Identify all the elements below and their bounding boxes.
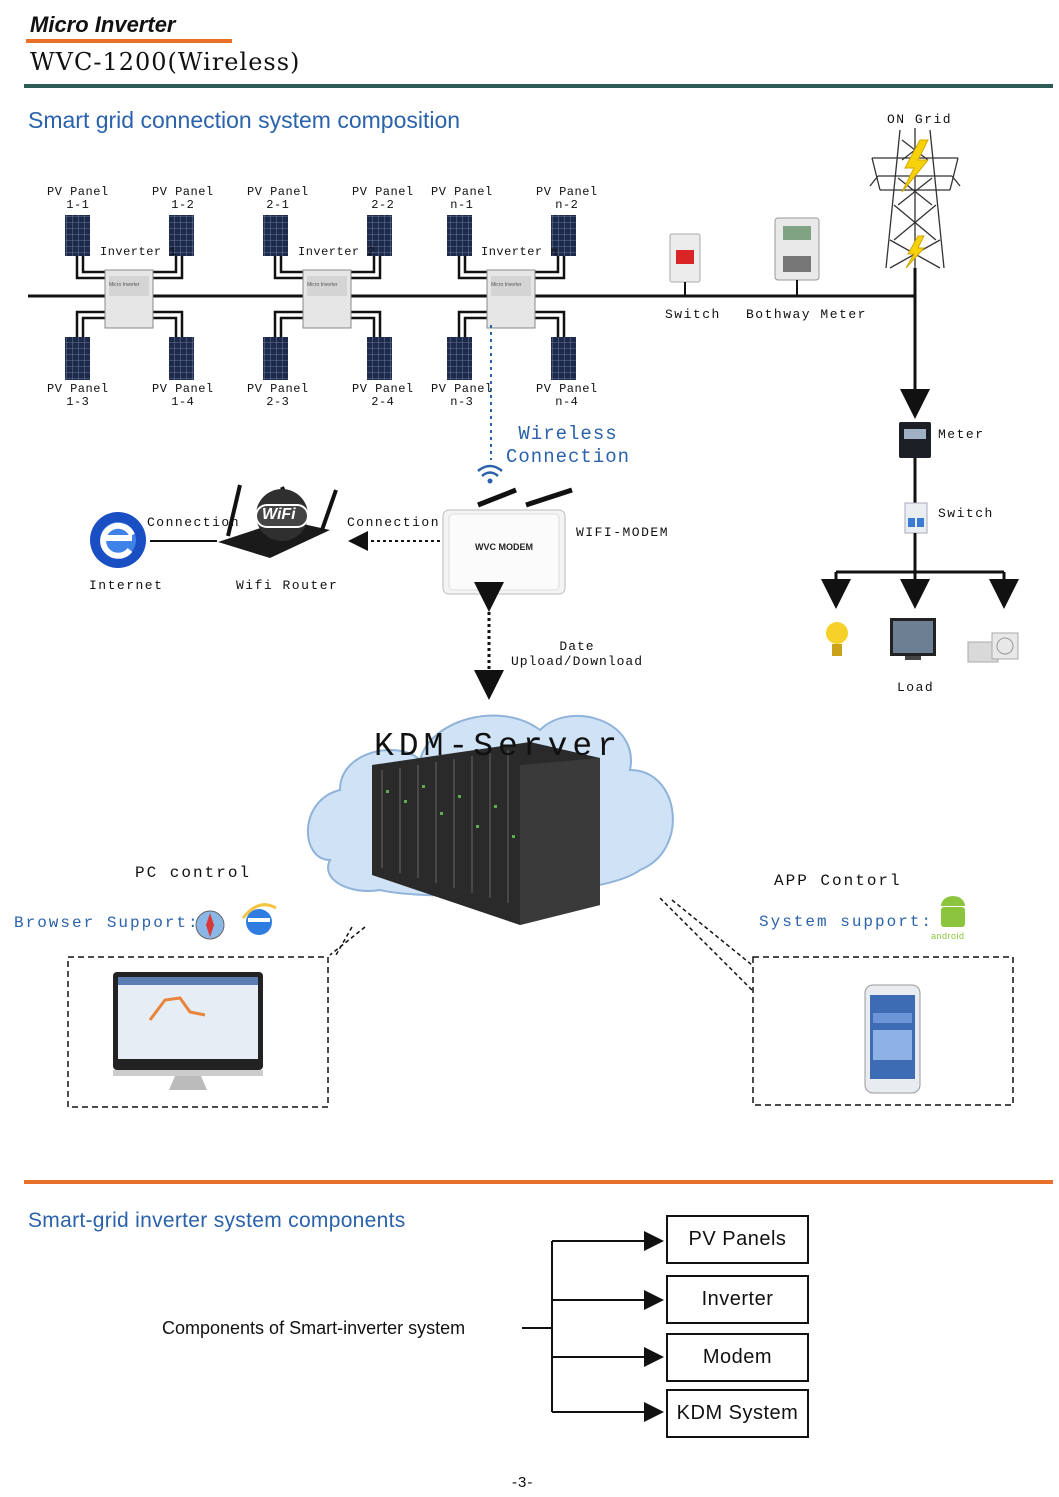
component-modem: Modem: [666, 1333, 809, 1382]
lightning-icon: [901, 139, 930, 193]
component-inverter: Inverter: [666, 1275, 809, 1324]
android-icon: [941, 896, 965, 927]
component-pv-panels: PV Panels: [666, 1215, 809, 1264]
pv-panel-1-2-image: [169, 215, 194, 256]
switch-label: Switch: [665, 307, 721, 322]
switch2-label: Switch: [938, 506, 994, 521]
pv-panel-n-2-image: [551, 215, 576, 256]
browser-support-label: Browser Support:: [14, 914, 200, 932]
pv-panel-1-3-image: [65, 337, 90, 380]
pv-panel-n-3-image: [447, 337, 472, 380]
pc-control-label: PC control: [135, 864, 252, 882]
pv-panel-2-4-image: [367, 337, 392, 380]
product-line: Micro Inverter: [30, 12, 176, 37]
header-divider: [24, 84, 1053, 88]
light-bulb-icon: [826, 622, 848, 656]
pv-panel-2-3-image: [263, 337, 288, 380]
modem-brand: WVC MODEM: [475, 542, 533, 552]
wifi-router-image: [218, 484, 338, 558]
server-rack-image: [372, 742, 600, 925]
internet-label: Internet: [89, 578, 164, 593]
page-number: -3-: [512, 1474, 534, 1491]
kdm-server-label: KDM-Server: [374, 728, 623, 765]
on-grid-label: ON Grid: [887, 112, 953, 127]
app-control-box: [752, 956, 1014, 1106]
section-divider: [24, 1180, 1053, 1184]
pv-panel-n-4-image: [551, 337, 576, 380]
app-control-label: APP Contorl: [774, 872, 902, 890]
safari-icon: [195, 910, 225, 940]
tv-icon: [890, 618, 936, 660]
load-label: Load: [897, 680, 935, 695]
meter-label: Meter: [938, 427, 985, 442]
bothway-meter-image: [774, 217, 820, 296]
model-title: WVC-1200(Wireless): [30, 48, 301, 76]
components-source-label: Components of Smart-inverter system: [162, 1318, 466, 1338]
pv-panel-2-2-image: [367, 215, 392, 256]
section2-title: Smart-grid inverter system components: [28, 1209, 406, 1232]
inverter-n-label: Inverter n: [481, 245, 559, 259]
system-support-label: System support:: [759, 913, 934, 931]
section1-title: Smart grid connection system composition: [28, 107, 461, 133]
inverter-2-label: Inverter 2: [298, 245, 376, 259]
inverter-2-brand: Micro Inverter: [307, 282, 338, 288]
connection-label-left: Connection: [147, 515, 241, 530]
component-kdm-system: KDM System: [666, 1389, 809, 1438]
product-line-underline: [26, 39, 232, 43]
inverter-1-label: Inverter 1: [100, 245, 178, 259]
inverter-1-brand: Micro Inverter: [109, 282, 140, 288]
inverter-group-1: [65, 215, 194, 380]
connection-label-right: Connection: [347, 515, 441, 530]
meter-image: [899, 422, 931, 503]
wifi-modem-label: WIFI-MODEM: [576, 525, 670, 540]
wifi-logo-text: WiFi: [262, 506, 296, 523]
internet-explorer-icon: [90, 512, 146, 568]
pv-panel-1-4-image: [169, 337, 194, 380]
android-logo-text: android: [931, 931, 965, 941]
switch-breaker-image: [669, 233, 701, 296]
wifi-router-label: Wifi Router: [236, 578, 339, 593]
wifi-modem-image: [442, 487, 573, 595]
smartphone-image: [864, 984, 921, 1094]
air-conditioner-icon: [967, 632, 1019, 663]
inverter-group-n: [447, 215, 576, 380]
lightning-icon-2: [905, 235, 926, 269]
switch2-image: [904, 502, 928, 572]
inverter-group-2: [263, 215, 392, 380]
pv-panel-2-1-image: [263, 215, 288, 256]
imac-image: [113, 972, 263, 1090]
pv-panel-1-1-image: [65, 215, 90, 256]
ie-browser-icon: [241, 903, 277, 935]
pc-control-box: [67, 956, 329, 1108]
wifi-signal-icon: [477, 464, 503, 484]
inverter-n-brand: Micro Inverter: [491, 282, 522, 288]
bothway-meter-label: Bothway Meter: [746, 307, 867, 322]
pv-panel-n-1-image: [447, 215, 472, 256]
